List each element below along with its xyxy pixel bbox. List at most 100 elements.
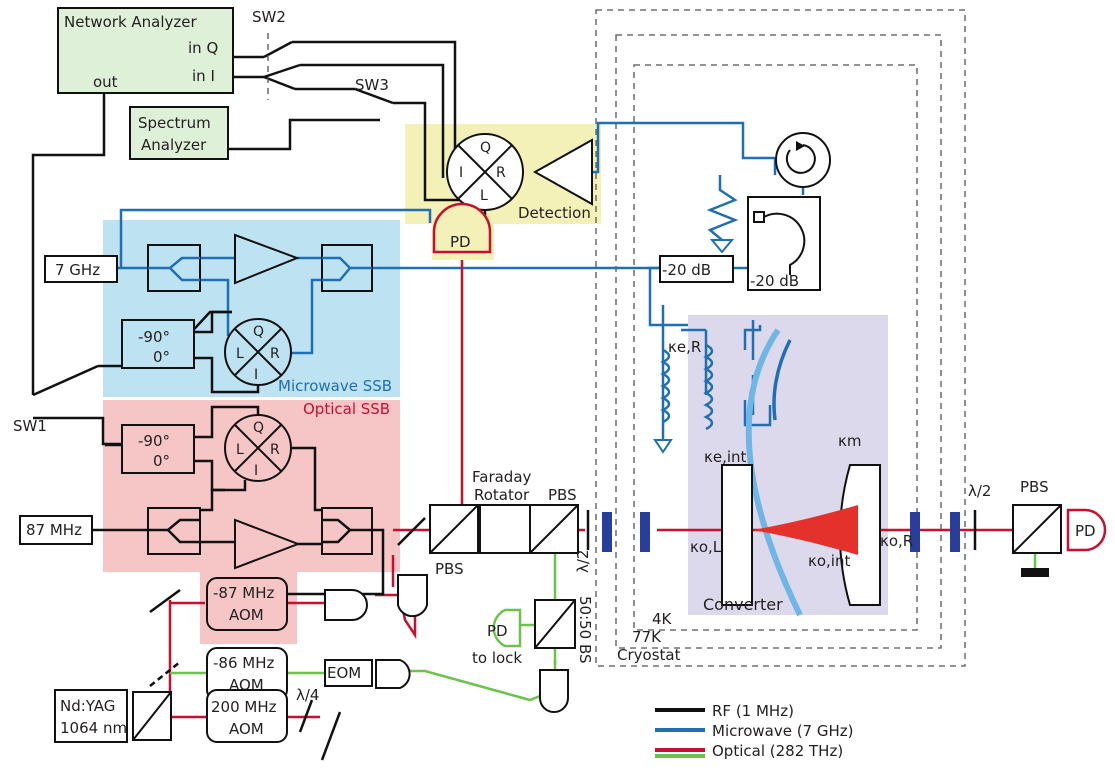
network-analyzer-label: Network Analyzer xyxy=(64,13,198,31)
aom-200-freq: 200 MHz xyxy=(211,698,277,716)
cavity-mirror-right xyxy=(839,464,881,606)
laser-label-1: Nd:YAG xyxy=(60,697,115,715)
faraday-label-1: Faraday xyxy=(472,468,532,486)
mirror-1 xyxy=(149,588,181,614)
aom-200 xyxy=(206,689,288,743)
source-87mhz-label: 87 MHz xyxy=(26,521,82,539)
mw-phase-m90: -90° xyxy=(138,328,170,346)
opt-hybrid xyxy=(121,424,195,474)
eom xyxy=(324,659,373,687)
cryostat-shell xyxy=(595,9,966,667)
detection-label: Detection xyxy=(518,204,591,222)
converter-label: Converter xyxy=(703,595,783,614)
aom-m87 xyxy=(206,577,288,631)
pbs-middle-label: PBS xyxy=(548,486,577,504)
half-wave-label-right: λ/2 xyxy=(968,482,991,500)
opt-amplifier-icon xyxy=(234,518,301,570)
source-7ghz xyxy=(44,255,118,283)
quarter-wave-plate-2 xyxy=(320,711,342,761)
kappa-eint-label: κe,int xyxy=(704,448,747,466)
pbs-right-label: PBS xyxy=(1020,478,1049,496)
ground-icon-2 xyxy=(653,439,673,454)
pd-detection-icon xyxy=(432,202,492,254)
kappa-m-label: κm xyxy=(838,432,861,450)
atten-coupler-label: -20 dB xyxy=(750,272,799,290)
kappa-or-label: κo,R xyxy=(880,532,913,550)
legend: RF (1 MHz) Microwave (7 GHz) Optical (28… xyxy=(655,702,854,760)
aom-m86-freq: -86 MHz xyxy=(213,654,274,672)
fiber-coupler-4 xyxy=(539,669,569,713)
opt-mixer-r: R xyxy=(270,442,280,458)
sw1-label: SW1 xyxy=(13,417,47,435)
legend-optical-label: Optical (282 THz) xyxy=(712,742,843,760)
opt-phase-m90: -90° xyxy=(138,432,170,450)
lc-coil-icon xyxy=(703,343,714,431)
in-i-label: in I xyxy=(192,67,215,85)
opt-mixer-q: Q xyxy=(253,420,264,436)
atten-inline xyxy=(659,255,734,283)
ground-icon-1 xyxy=(709,239,735,254)
aom-m87-freq: -87 MHz xyxy=(213,584,274,602)
opt-phase-0: 0° xyxy=(153,452,170,470)
pd-detection-label: PD xyxy=(450,233,471,251)
fiber-coupler-3 xyxy=(397,574,428,618)
membrane xyxy=(745,328,803,617)
spectrum-label-1: Spectrum xyxy=(138,114,211,132)
laser-ndyag xyxy=(54,689,128,743)
beam-dump xyxy=(1021,568,1049,577)
pd-lock-icon xyxy=(492,608,522,648)
mw-hybrid xyxy=(121,319,195,369)
pbs-left-label: PBS xyxy=(435,560,464,578)
mw-mixer-i: I xyxy=(254,367,258,383)
det-mixer-q: Q xyxy=(480,140,491,156)
atten-inline-label: -20 dB xyxy=(662,261,711,279)
opt-mixer-i: I xyxy=(254,463,258,479)
det-mixer-r: R xyxy=(496,165,506,181)
kappa-oint-label: κo,int xyxy=(808,552,850,570)
microwave-wiring xyxy=(118,121,805,440)
stage-4k-label: 4K xyxy=(652,610,673,628)
shield-77k xyxy=(615,34,942,649)
out-label: out xyxy=(93,73,118,91)
aom-m87-label: AOM xyxy=(229,606,264,624)
cryostat-label: Cryostat xyxy=(617,646,681,664)
eom-label: EOM xyxy=(327,664,361,682)
half-wave-label-left: λ/2 xyxy=(574,550,592,573)
pd-lock-label: PD xyxy=(487,622,508,640)
fiber-coupler-2 xyxy=(375,659,411,689)
window-1 xyxy=(602,512,612,552)
det-mixer-l: L xyxy=(480,188,488,204)
opt-mixer-l: L xyxy=(236,442,244,458)
bs-5050-label: 50:50 BS xyxy=(576,596,594,664)
mw-mixer-q: Q xyxy=(253,324,264,340)
to-lock-label: to lock xyxy=(472,649,522,667)
atten-coupler xyxy=(747,196,821,291)
kappa-er-label: κe,R xyxy=(668,338,701,356)
faraday-rotator xyxy=(479,504,531,554)
optical-ssb-label: Optical SSB xyxy=(303,400,390,418)
quarter-wave-plate-1 xyxy=(298,699,314,733)
mw-mixer-l: L xyxy=(236,346,244,362)
spectrum-label-2: Analyzer xyxy=(141,136,207,154)
sw3-label: SW3 xyxy=(355,76,389,94)
pd-right-icon xyxy=(1066,508,1107,552)
fiber-coupler-1 xyxy=(324,589,368,621)
in-q-label: in Q xyxy=(188,39,218,57)
stage-4k xyxy=(633,64,918,631)
mw-phase-0: 0° xyxy=(153,348,170,366)
aom-200-label: AOM xyxy=(229,720,264,738)
detection-amplifier-icon xyxy=(532,138,593,206)
legend-microwave-label: Microwave (7 GHz) xyxy=(712,722,854,740)
det-mixer-i: I xyxy=(459,165,463,181)
microwave-ssb-label: Microwave SSB xyxy=(278,377,392,395)
kappa-ol-label: κo,L xyxy=(690,538,722,556)
quarter-wave-label: λ/4 xyxy=(296,686,319,704)
spectrum-analyzer xyxy=(129,106,229,160)
optical-mode xyxy=(752,505,858,555)
mw-amplifier-icon xyxy=(234,233,300,285)
window-4 xyxy=(950,512,960,552)
source-7ghz-label: 7 GHz xyxy=(55,261,100,279)
pd-right-label: PD xyxy=(1075,522,1096,540)
mirror-3 xyxy=(397,517,426,546)
